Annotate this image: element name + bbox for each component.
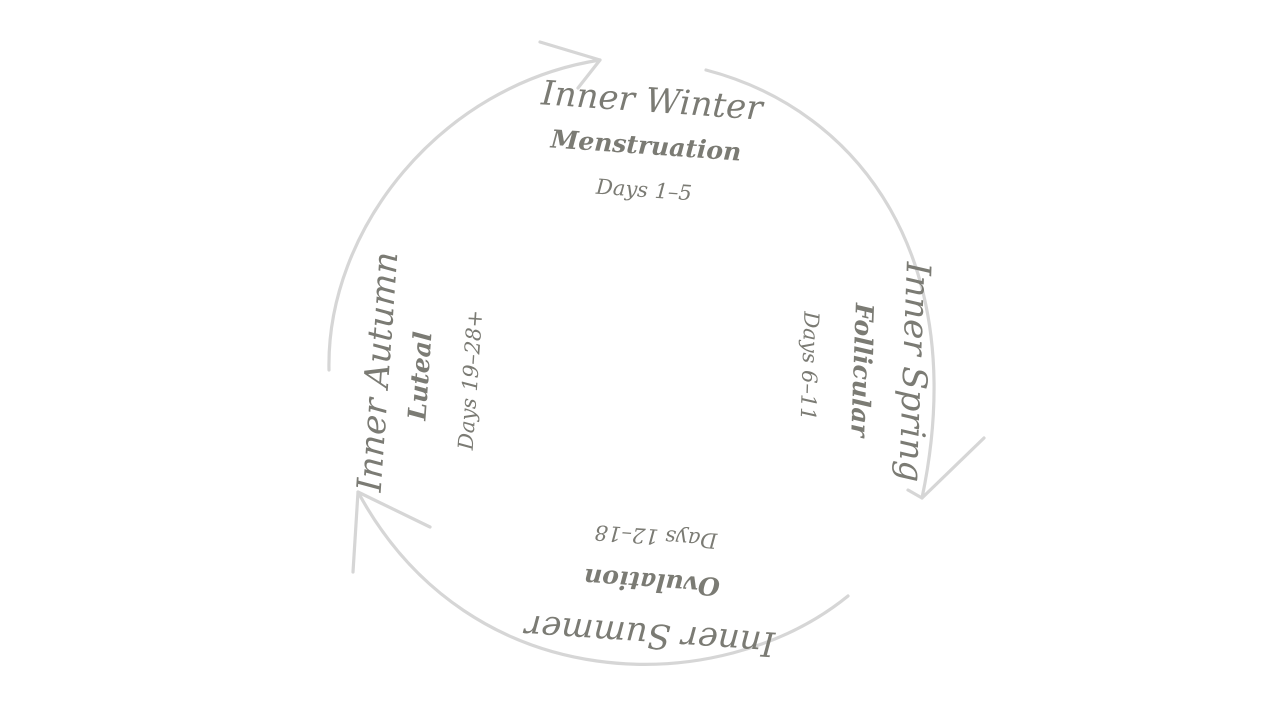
phase-spring-name: Follicular <box>845 302 879 440</box>
arrowhead-spring <box>906 436 986 500</box>
phase-winter-days: Days 1–5 <box>594 175 692 206</box>
arrow-summer-to-autumn <box>351 490 850 666</box>
phase-spring: Inner Spring Follicular Days 6–11 <box>796 260 938 483</box>
phase-summer: Inner Summer Ovulation Days 12–18 <box>522 520 777 664</box>
arc-summer-to-autumn <box>356 490 850 666</box>
phase-spring-days: Days 6–11 <box>796 310 824 421</box>
arrowhead-winter <box>538 40 602 90</box>
arrow-autumn-to-winter <box>327 40 602 372</box>
phase-winter-season: Inner Winter <box>539 73 766 129</box>
phase-summer-name: Ovulation <box>583 563 721 601</box>
arrowhead-autumn <box>351 490 432 574</box>
phase-autumn-name: Luteal <box>402 331 437 423</box>
phase-autumn-season: Inner Autumn <box>350 250 407 494</box>
phase-autumn-days: Days 19–28+ <box>454 309 488 452</box>
arc-autumn-to-winter <box>327 58 602 372</box>
arrow-winter-to-spring <box>704 68 986 500</box>
phase-summer-days: Days 12–18 <box>594 520 719 553</box>
phase-spring-season: Inner Spring <box>890 260 938 483</box>
phase-winter: Inner Winter Menstruation Days 1–5 <box>539 73 766 205</box>
phase-winter-name: Menstruation <box>549 124 742 166</box>
arc-winter-to-spring <box>704 68 936 500</box>
phase-autumn: Inner Autumn Luteal Days 19–28+ <box>350 250 488 494</box>
